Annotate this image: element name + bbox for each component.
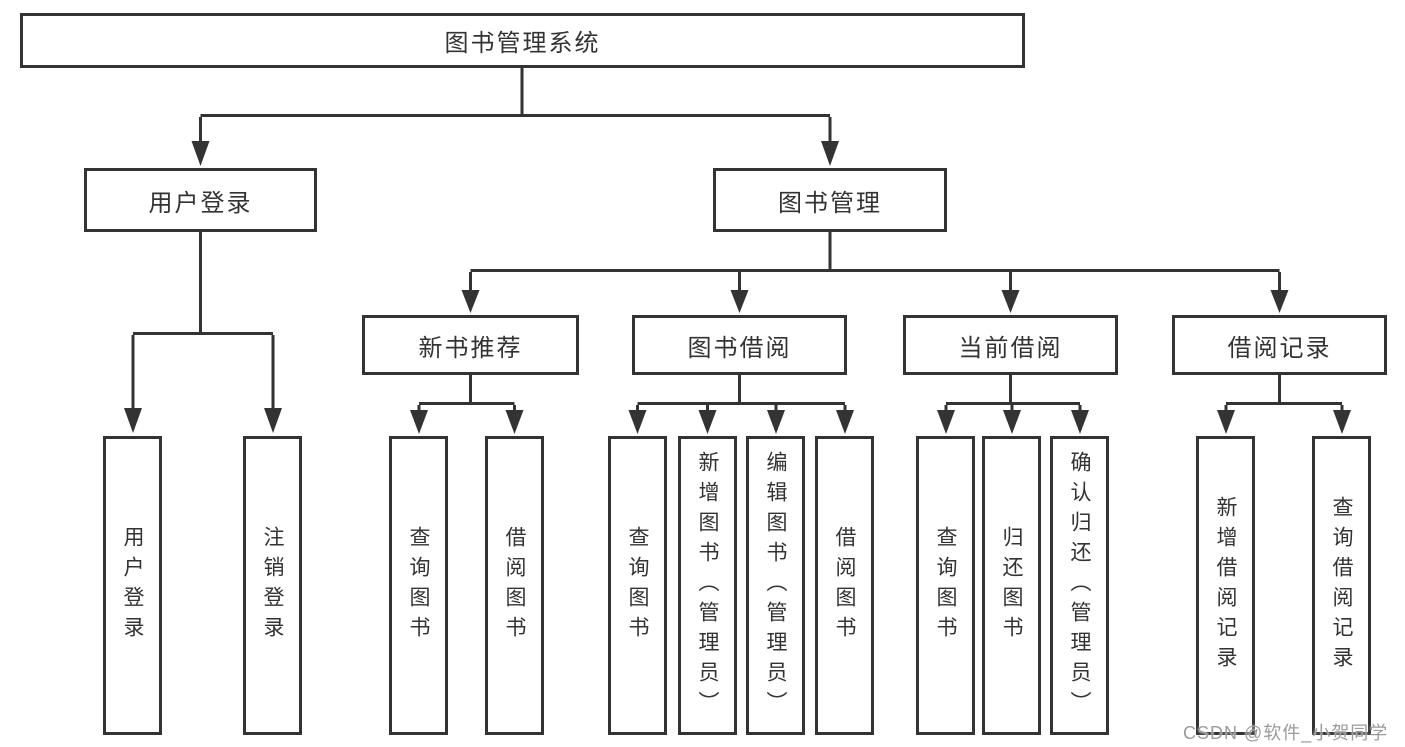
arrowhead-down bbox=[1270, 290, 1289, 313]
arrowhead-down bbox=[264, 408, 282, 433]
leaf-label: 查询图书 bbox=[934, 525, 957, 646]
leaf-label: 新增借阅记录 bbox=[1214, 495, 1237, 676]
arrowhead-down bbox=[124, 408, 142, 433]
leaf-label: 注销登录 bbox=[261, 525, 284, 646]
connector-current-to-leaves bbox=[937, 375, 1089, 434]
leaf-borrow-books: 借阅图书 bbox=[815, 436, 874, 735]
node-label: 图书管理系统 bbox=[444, 30, 601, 57]
connector-book-mgmt-to-level3 bbox=[461, 232, 1289, 313]
node-label: 借阅记录 bbox=[1227, 334, 1332, 362]
leaf-user-login: 用户登录 bbox=[103, 436, 162, 735]
connector-root-to-level2 bbox=[191, 68, 839, 166]
leaf-edit-book-admin: 编辑图书（管理员） bbox=[746, 436, 805, 735]
leaf-query-borrow-record: 查询借阅记录 bbox=[1312, 436, 1371, 735]
leaf-query-books-borrowing: 查询图书 bbox=[608, 436, 667, 735]
arrowhead-down bbox=[1003, 410, 1021, 434]
arrowhead-down bbox=[698, 410, 717, 434]
leaf-add-borrow-record: 新增借阅记录 bbox=[1196, 436, 1255, 735]
node-borrow-records: 借阅记录 bbox=[1172, 315, 1387, 375]
connector-records-to-leaves bbox=[1217, 375, 1351, 434]
leaf-return-books: 归还图书 bbox=[982, 436, 1041, 735]
arrowhead-down bbox=[821, 141, 839, 166]
arrowhead-down bbox=[461, 290, 480, 313]
leaf-label: 查询借阅记录 bbox=[1330, 495, 1353, 676]
node-label: 新书推荐 bbox=[418, 334, 523, 362]
connector-new-book-to-leaves bbox=[410, 375, 524, 434]
leaf-label: 确认归还（管理员） bbox=[1068, 450, 1091, 721]
arrowhead-down bbox=[1001, 290, 1020, 313]
leaf-label: 新增图书（管理员） bbox=[696, 450, 719, 721]
leaf-borrow-books-recommend: 借阅图书 bbox=[485, 436, 544, 735]
arrowhead-down bbox=[836, 410, 854, 434]
node-book-borrowing: 图书借阅 bbox=[632, 315, 847, 375]
arrowhead-down bbox=[191, 141, 210, 166]
leaf-label: 查询图书 bbox=[407, 525, 430, 646]
node-user-login: 用户登录 bbox=[84, 168, 317, 232]
arrowhead-down bbox=[730, 290, 749, 313]
leaf-query-books-recommend: 查询图书 bbox=[389, 436, 448, 735]
arrowhead-down bbox=[937, 410, 955, 434]
node-label: 用户登录 bbox=[148, 189, 253, 217]
node-label: 当前借阅 bbox=[958, 334, 1063, 362]
arrowhead-down bbox=[1333, 410, 1351, 434]
node-library-system: 图书管理系统 bbox=[20, 13, 1025, 68]
node-current-borrowing: 当前借阅 bbox=[903, 315, 1118, 375]
arrowhead-down bbox=[628, 410, 647, 434]
leaf-label: 归还图书 bbox=[1000, 525, 1023, 646]
node-book-management: 图书管理 bbox=[713, 168, 947, 232]
arrowhead-down bbox=[1217, 410, 1235, 434]
leaf-label: 借阅图书 bbox=[833, 525, 856, 646]
arrowhead-down bbox=[410, 410, 428, 434]
arrowhead-down bbox=[505, 410, 524, 434]
leaf-query-books-current: 查询图书 bbox=[916, 436, 975, 735]
arrowhead-down bbox=[767, 410, 785, 434]
csdn-watermark: CSDN @软件_小贺同学 bbox=[1183, 723, 1389, 743]
leaf-label: 编辑图书（管理员） bbox=[764, 450, 787, 721]
node-label: 图书管理 bbox=[778, 189, 882, 217]
leaf-label: 借阅图书 bbox=[503, 525, 526, 646]
node-new-book-recommend: 新书推荐 bbox=[362, 315, 579, 375]
arrowhead-down bbox=[1071, 410, 1089, 434]
connector-user-login-to-leaves bbox=[124, 232, 282, 433]
leaf-logout-login: 注销登录 bbox=[243, 436, 302, 735]
leaf-label: 查询图书 bbox=[626, 525, 649, 646]
leaf-add-book-admin: 新增图书（管理员） bbox=[678, 436, 737, 735]
connector-borrowing-to-leaves bbox=[628, 375, 854, 434]
leaf-confirm-return-admin: 确认归还（管理员） bbox=[1050, 436, 1109, 735]
leaf-label: 用户登录 bbox=[121, 525, 144, 646]
node-label: 图书借阅 bbox=[687, 334, 792, 362]
